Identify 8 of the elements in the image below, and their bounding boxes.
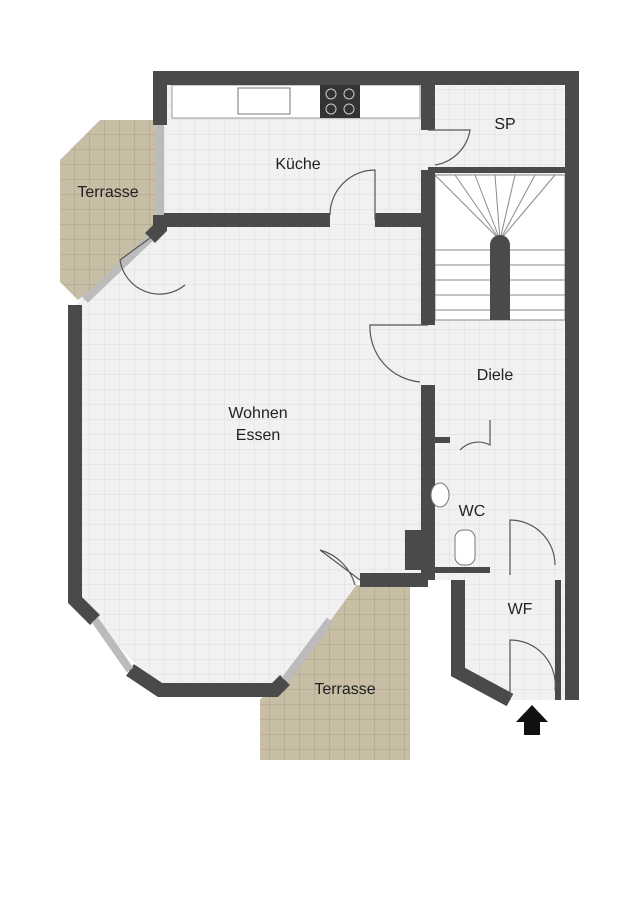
room-name: SP — [494, 115, 516, 135]
room-name: Terrasse — [314, 680, 376, 700]
room-name: Terrasse — [77, 183, 139, 203]
room-name: Wohnen Essen — [227, 404, 289, 446]
room-name: WF — [508, 600, 532, 620]
room-name: WC — [458, 502, 486, 522]
room-name: Diele — [476, 366, 514, 386]
room-name: Küche — [275, 155, 321, 175]
